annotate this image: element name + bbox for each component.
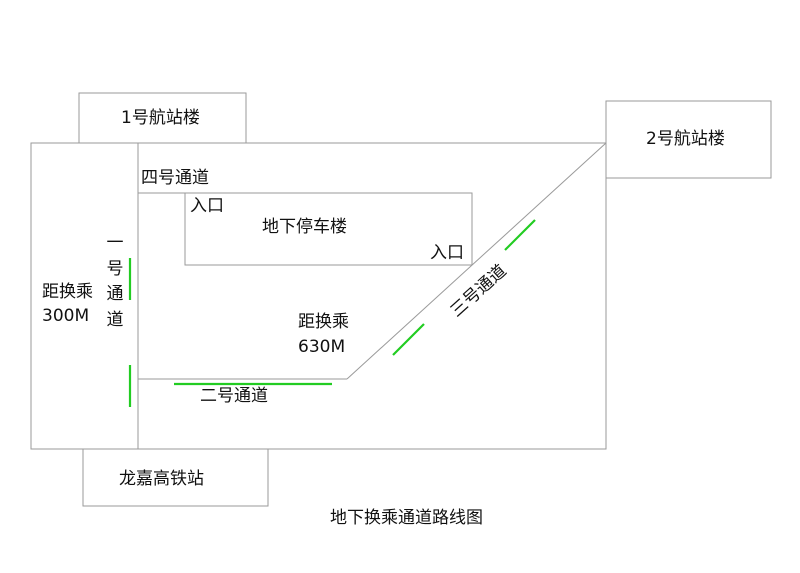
terminal1-label: 1号航站楼: [121, 108, 200, 128]
terminal2-label: 2号航站楼: [646, 129, 725, 149]
passage4-label: 四号通道: [141, 168, 209, 188]
parking-entry-2: 入口: [430, 243, 464, 263]
arrow-passage3-b: [504, 219, 536, 251]
passage3-line: [346, 142, 607, 380]
parking-entry-1: 入口: [190, 196, 224, 216]
parking-box: [184, 192, 473, 266]
distance2-label: 距换乘: [298, 312, 349, 332]
distance1-value: 300M: [42, 306, 90, 326]
parking-label: 地下停车楼: [262, 217, 347, 237]
distance1-label: 距换乘: [42, 282, 93, 302]
arrow-passage3-a: [392, 323, 425, 356]
distance2-value: 630M: [298, 337, 346, 357]
outer-boundary: [30, 142, 607, 450]
passage1-label: 一号通道: [106, 233, 124, 330]
terminal2-box: [605, 100, 772, 179]
terminal1-box: [78, 92, 247, 144]
station-label: 龙嘉高铁站: [119, 469, 204, 489]
passage2-label: 二号通道: [200, 386, 268, 406]
diagram-caption: 地下换乘通道路线图: [330, 508, 483, 528]
